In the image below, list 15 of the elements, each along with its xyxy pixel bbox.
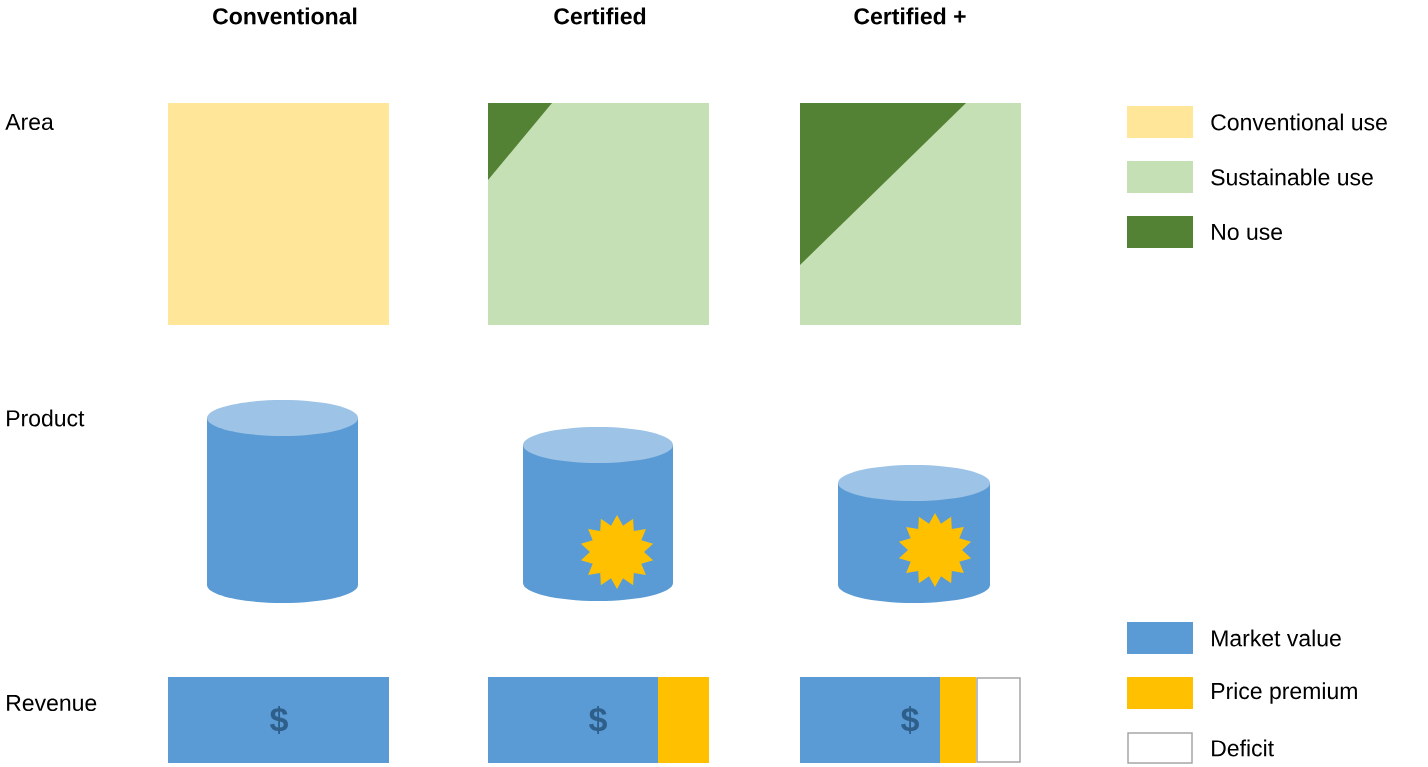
legend-label: No use	[1212, 223, 1283, 240]
legend-label: Deficit	[1212, 739, 1274, 757]
column-heading: Certified +	[854, 7, 966, 25]
row-label: Revenue	[7, 694, 97, 711]
row-label: Area	[5, 113, 54, 130]
dollar-sign: $	[270, 706, 288, 734]
column-heading: Conventional	[213, 7, 357, 25]
column-heading: Certified	[554, 7, 646, 25]
dollar-sign: $	[589, 706, 607, 734]
legend-label: Conventional use	[1211, 113, 1387, 131]
legend-label: Price premium	[1212, 682, 1357, 704]
legend-label: Market value	[1212, 629, 1341, 647]
dollar-sign: $	[901, 706, 919, 734]
legend-label: Sustainable use	[1211, 168, 1373, 186]
row-label: Product	[7, 409, 85, 427]
